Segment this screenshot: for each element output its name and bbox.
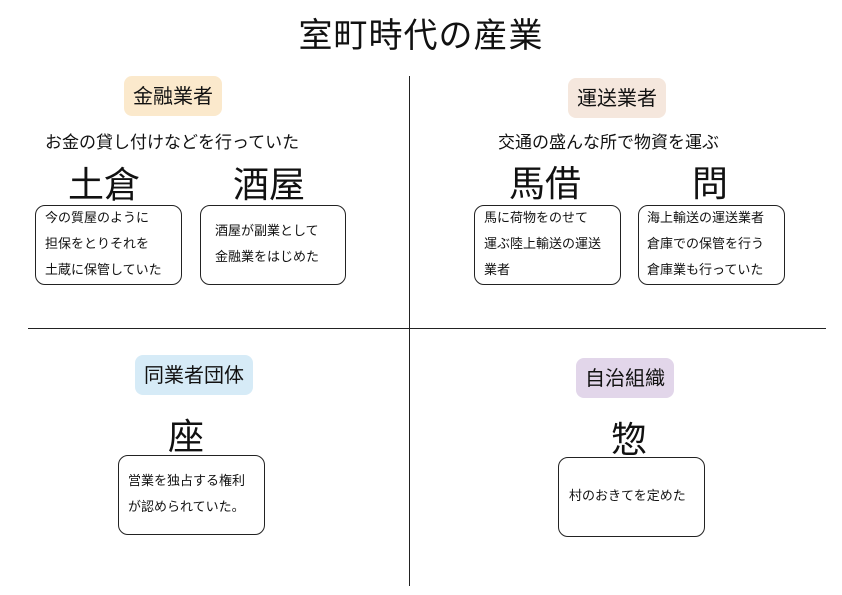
finance-tag: 金融業者 [124,76,222,116]
za-name: 座 [168,417,205,458]
horizontal-divider [28,328,826,329]
sakaya-detail: 酒屋が副業として 金融業をはじめた [215,224,320,265]
bashaku-detail: 馬に荷物をのせて 運ぶ陸上輸送の運送 業者 [484,211,602,278]
sakaya-detail-box: 酒屋が副業として 金融業をはじめた [200,205,346,285]
page-title: 室町時代の産業 [298,16,544,56]
autonomy-tag: 自治組織 [576,358,674,398]
guild-tag: 同業者団体 [135,355,253,395]
so-detail: 村のおきてを定めた [569,489,686,504]
bashaku-name: 馬借 [509,164,582,205]
vertical-divider [409,76,410,586]
toi-detail: 海上輸送の運送業者 倉庫での保管を行う 倉庫業も行っていた [647,211,765,278]
toi-name: 問 [692,164,729,205]
so-name: 惣 [611,420,648,461]
so-detail-box: 村のおきてを定めた [558,457,705,537]
toi-detail-box: 海上輸送の運送業者 倉庫での保管を行う 倉庫業も行っていた [638,205,785,285]
dokura-detail: 今の質屋のように 担保をとりそれを 土蔵に保管していた [45,211,162,278]
finance-description: お金の貸し付けなどを行っていた [45,133,300,153]
za-detail-box: 営業を独占する権利 が認められていた。 [118,455,265,535]
sakaya-name: 酒屋 [233,165,306,206]
za-detail: 営業を独占する権利 が認められていた。 [128,474,246,515]
dokura-detail-box: 今の質屋のように 担保をとりそれを 土蔵に保管していた [35,205,182,285]
dokura-name: 土倉 [68,165,141,206]
transport-tag: 運送業者 [568,78,666,118]
bashaku-detail-box: 馬に荷物をのせて 運ぶ陸上輸送の運送 業者 [474,205,621,285]
transport-description: 交通の盛んな所で物資を運ぶ [498,133,719,153]
